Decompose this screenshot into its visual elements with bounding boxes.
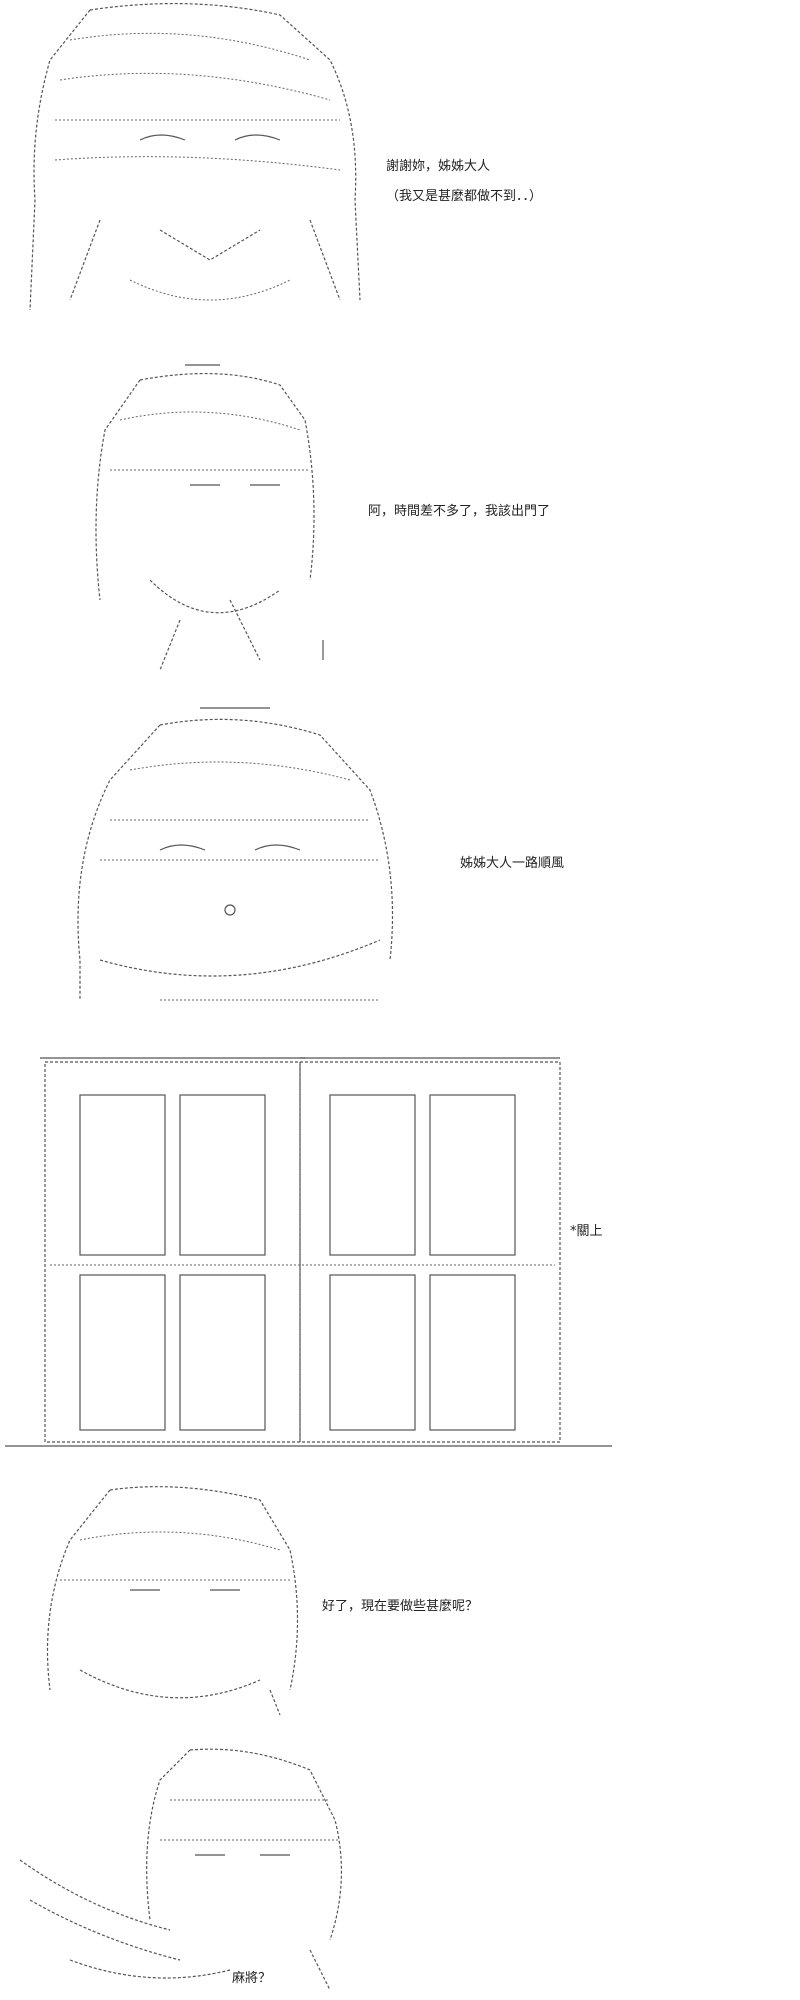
dialogue-line: 姊姊大人一路順風 (460, 856, 565, 871)
panel-2: 阿，時間差不多了，我該出門了 (0, 360, 800, 680)
panel-6: 麻將？ (0, 1740, 800, 2000)
dialogue-line: 好了，現在要做些甚麼呢？ (322, 1599, 479, 1614)
ascii-art-girl-4 (46, 1486, 299, 1716)
ascii-art-girl-1 (29, 2, 361, 311)
sound-effect: *關上 (570, 1224, 603, 1239)
dialogue-line: （我又是甚麼都做不到．．） (386, 189, 543, 204)
panel-3: 姊姊大人一路順風 (0, 700, 800, 1020)
dialogue-line: 阿，時間差不多了，我該出門了 (368, 504, 551, 519)
ascii-art-girl-3 (77, 707, 394, 1001)
double-door (5, 1057, 612, 1447)
panel-4: *關上 (0, 1050, 800, 1450)
ascii-art-girl-5 (19, 1748, 343, 1991)
dialogue-line: 麻將？ (232, 1971, 272, 1986)
dialogue-line: 謝謝妳，姊姊大人 (386, 159, 491, 174)
ascii-art-girl-2 (95, 364, 324, 671)
panel-1: 謝謝妳，姊姊大人 （我又是甚麼都做不到．．） (0, 0, 800, 330)
panel-5: 好了，現在要做些甚麼呢？ (0, 1480, 800, 1730)
